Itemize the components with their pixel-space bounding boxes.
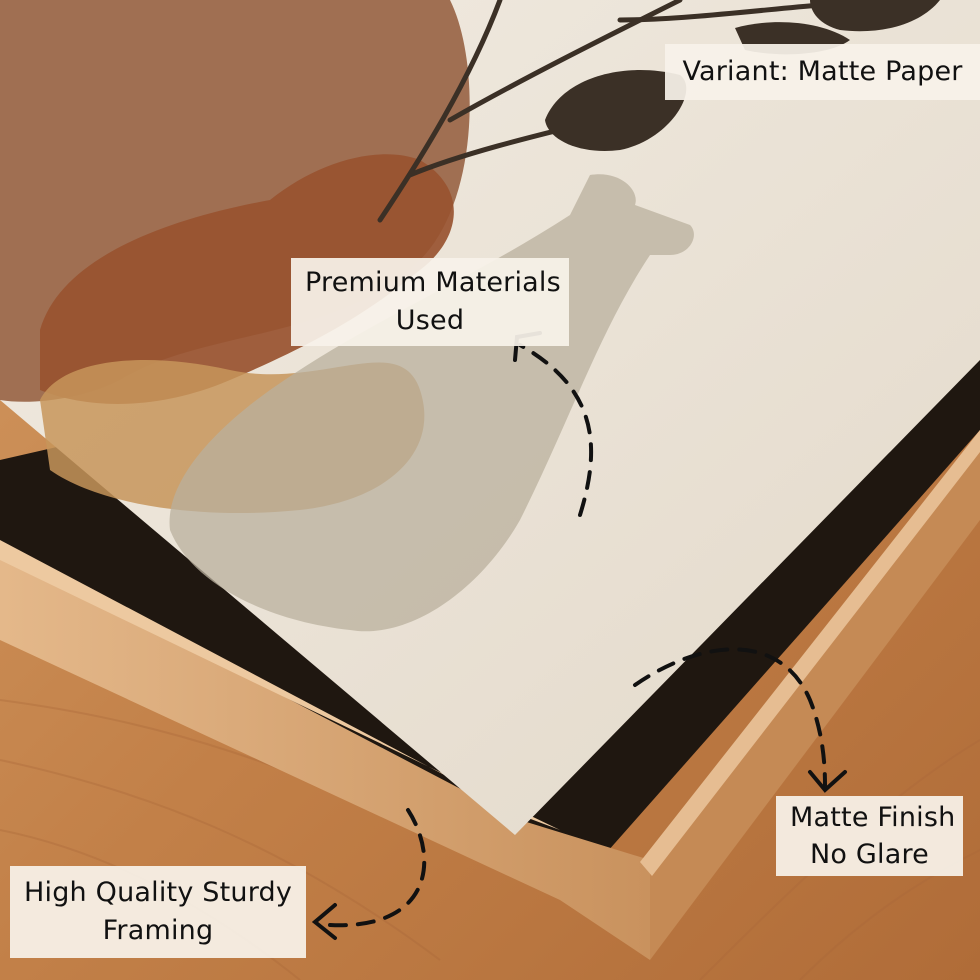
variant-label: Variant: Matte Paper — [665, 44, 980, 100]
premium-line-2: Used — [395, 305, 465, 336]
frame-edge-right-top — [640, 430, 980, 876]
arrow-matte — [633, 647, 827, 787]
arrow-premium — [518, 343, 594, 517]
rust-blob — [40, 154, 454, 404]
frame-edge-left — [0, 548, 650, 960]
variant-text: Variant: Matte Paper — [682, 56, 963, 87]
framing-line-2: Framing — [102, 915, 214, 946]
matte-line-2: No Glare — [810, 839, 929, 870]
arrow-framing — [328, 808, 427, 928]
arrow-matte-head — [808, 770, 847, 793]
premium-materials-label: Premium Materials Used — [291, 258, 569, 346]
matte-finish-label: Matte Finish No Glare — [776, 796, 963, 876]
framing-line-1: High Quality Sturdy — [24, 877, 293, 908]
arrow-framing-head — [311, 903, 337, 940]
framing-label: High Quality Sturdy Framing — [10, 866, 306, 958]
premium-line-1: Premium Materials — [305, 267, 561, 298]
matte-line-1: Matte Finish — [790, 802, 956, 833]
frame-edge-right — [650, 440, 980, 960]
